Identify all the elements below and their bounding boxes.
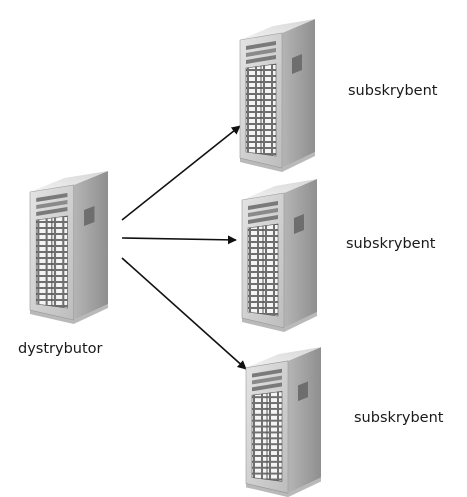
distributor-node: dystrybutor xyxy=(18,170,109,357)
server-tower-icon xyxy=(245,346,322,497)
subscriber-label-1: subskrybent xyxy=(348,83,438,99)
subscriber-node-2: subskrybent xyxy=(241,178,436,333)
server-tower-icon xyxy=(29,170,109,325)
subscriber-label-3: subskrybent xyxy=(354,410,444,426)
arrow-to-subscriber-1 xyxy=(121,125,241,221)
server-tower-icon xyxy=(239,18,316,173)
server-tower-icon xyxy=(241,178,318,333)
arrow-to-subscriber-3 xyxy=(121,257,247,370)
subscriber-label-2: subskrybent xyxy=(346,236,436,252)
subscriber-node-1: subskrybent xyxy=(239,18,438,173)
arrow-to-subscriber-2 xyxy=(121,235,237,245)
arrows xyxy=(121,125,247,370)
distributor-label: dystrybutor xyxy=(18,341,103,357)
subscriber-node-3: subskrybent xyxy=(245,346,444,497)
